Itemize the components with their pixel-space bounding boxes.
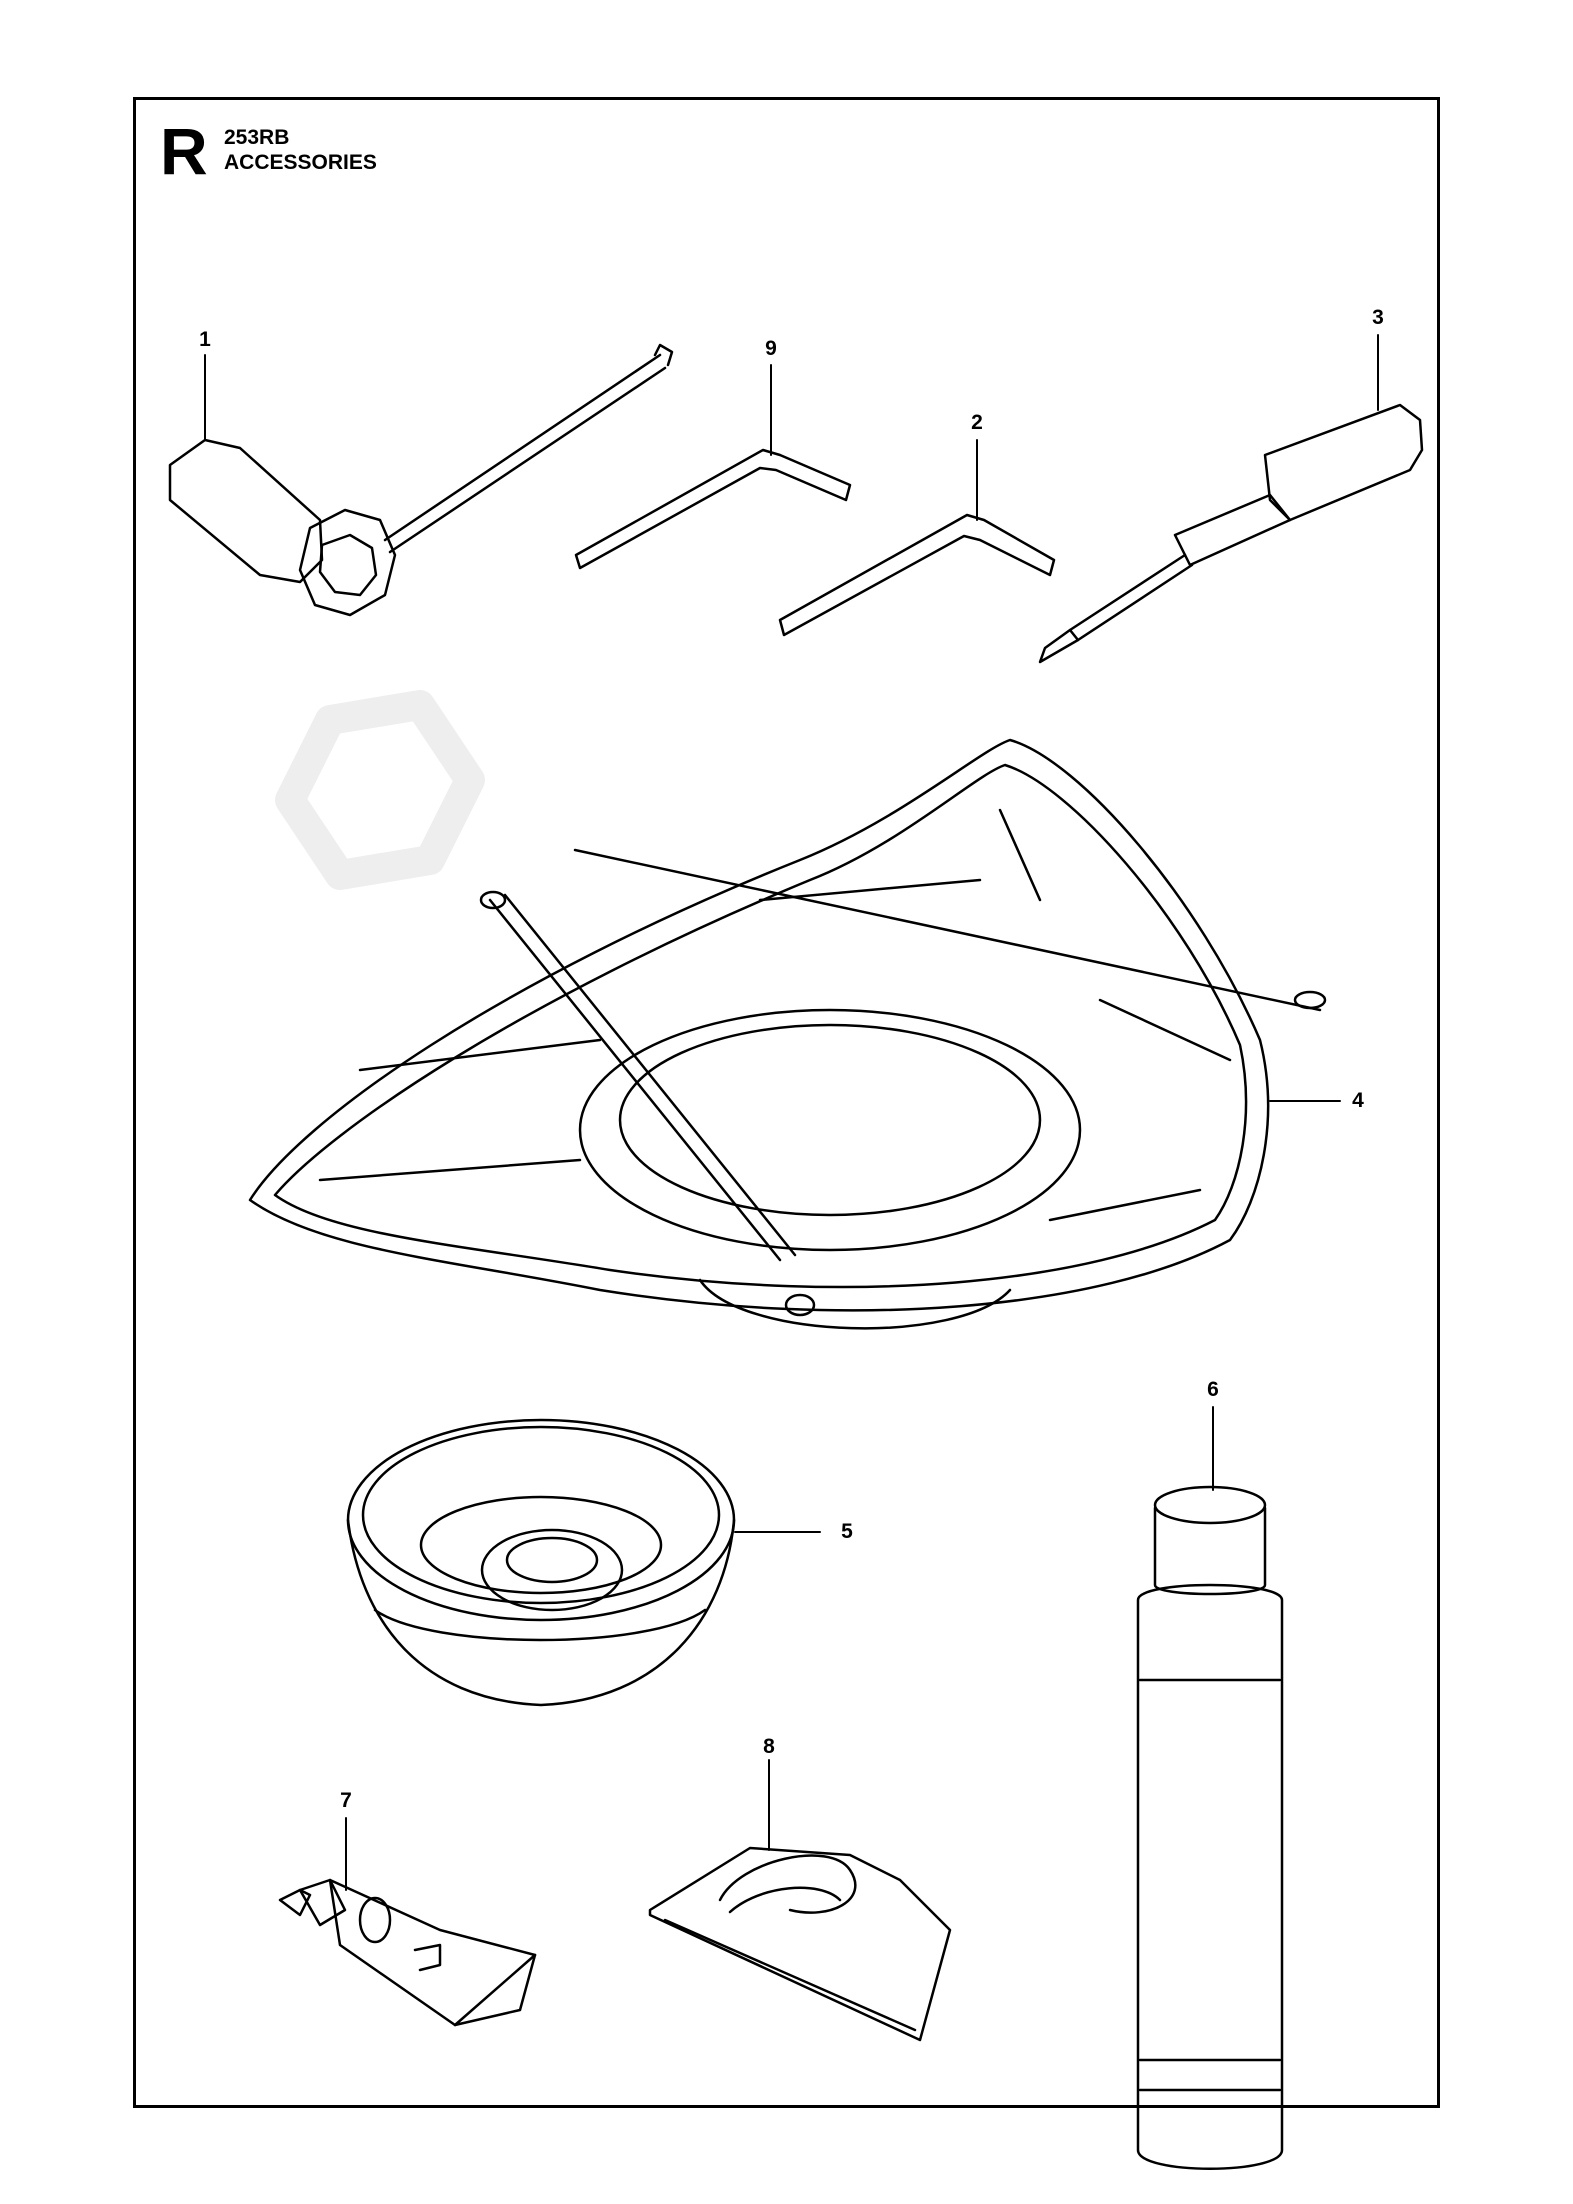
- part-2-hex-key: [778, 513, 1056, 637]
- part-5-support-cup: [346, 1418, 736, 1707]
- part-9-hex-key: [574, 448, 852, 570]
- callout-7: 7: [340, 1789, 352, 1812]
- part-4-blade-guard: [248, 738, 1327, 1330]
- part-7-grease-tube: [278, 1878, 537, 2027]
- callout-6: 6: [1207, 1378, 1219, 1401]
- callout-3: 3: [1372, 306, 1384, 329]
- part-3-screwdriver: [1038, 403, 1424, 664]
- model-name: 253RB: [224, 126, 290, 149]
- callout-leaders: [204, 334, 1379, 1891]
- watermark-logo: [275, 690, 485, 890]
- callout-2: 2: [971, 411, 983, 434]
- callout-1: 1: [199, 328, 211, 351]
- callout-8: 8: [763, 1735, 775, 1758]
- callout-4: 4: [1352, 1089, 1364, 1112]
- part-6-oil-bottle: [1136, 1485, 1284, 2170]
- part-8-storage-bag: [648, 1846, 952, 2042]
- diagram-frame: [133, 97, 1440, 2108]
- callout-9: 9: [765, 337, 777, 360]
- part-1-combination-spanner: [168, 343, 674, 617]
- section-title: ACCESSORIES: [224, 151, 377, 174]
- section-letter: R: [160, 114, 208, 188]
- callout-5: 5: [841, 1520, 853, 1543]
